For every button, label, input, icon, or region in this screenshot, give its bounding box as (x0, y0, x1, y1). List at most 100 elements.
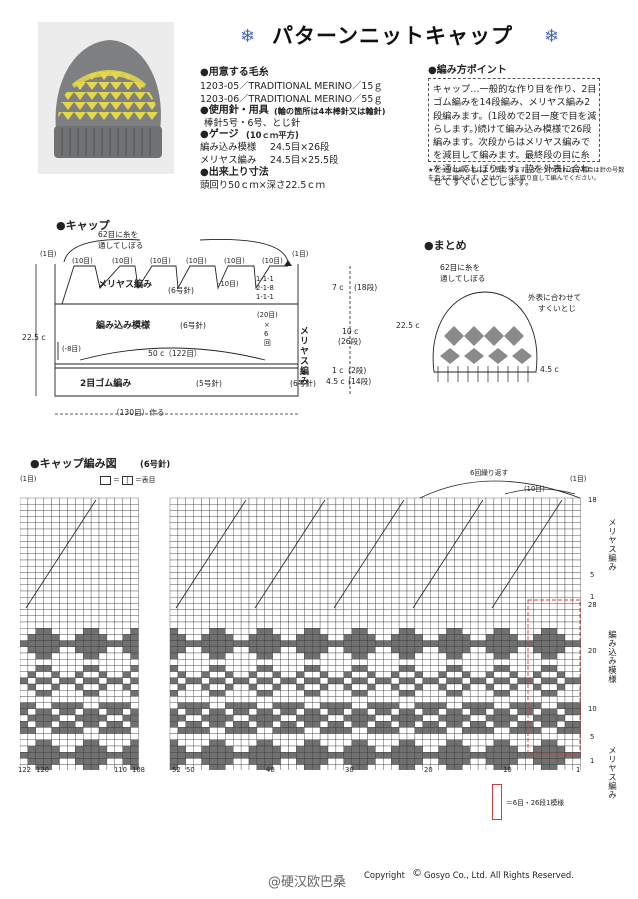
chart-cell (240, 758, 250, 765)
chart-cell (67, 609, 76, 616)
chart-cell (288, 621, 297, 629)
chart-cell (359, 690, 368, 697)
chart-cell (438, 671, 447, 678)
chart-cell (193, 597, 202, 604)
chart-cell (248, 634, 258, 641)
chart-cell (454, 708, 463, 716)
chart-cell (288, 646, 297, 654)
chart-cell (335, 690, 344, 697)
chart-cell (51, 584, 60, 592)
chart-cell (248, 714, 258, 722)
chart-cell (501, 510, 510, 517)
chart-cell (564, 603, 574, 610)
chart-cell (67, 702, 76, 709)
chart-cell (312, 603, 321, 610)
chart-cell (391, 727, 400, 734)
chart-cell (98, 497, 108, 505)
chart-cell (319, 752, 329, 759)
chart-cell (225, 671, 234, 678)
chart-cell (83, 615, 92, 623)
chart-cell (83, 764, 92, 770)
chart-cell (383, 572, 392, 579)
chart-cell (177, 572, 186, 579)
chart-cell (59, 566, 68, 573)
chart-cell (533, 559, 542, 567)
chart-cell (106, 528, 115, 536)
chart-cell (312, 677, 321, 685)
chart-cell (51, 590, 60, 598)
chart-cell (312, 553, 321, 561)
chart-cell (98, 708, 108, 716)
chart-cell (312, 708, 321, 716)
chart-cell (327, 590, 337, 598)
chart-cell (438, 547, 447, 554)
chart-cell (106, 572, 115, 579)
chart-cell (501, 522, 510, 530)
chart-cell (398, 609, 408, 616)
chart-cell (43, 528, 52, 536)
chart-cell (430, 621, 439, 629)
chart-cell (485, 535, 495, 542)
chart-cell (240, 510, 250, 517)
chart-cell (343, 609, 352, 616)
chart-cell (27, 516, 36, 523)
chart-cell (477, 603, 487, 610)
chart-cell (533, 677, 542, 685)
chart-cell (27, 702, 36, 709)
chart-cell (493, 702, 502, 709)
chart-cell (217, 603, 226, 610)
chart-cell (43, 665, 52, 672)
chart-cell (493, 628, 502, 635)
cap-dec-1: 1-1-1 (256, 275, 274, 283)
chart-cell (525, 572, 534, 579)
chart-cell (525, 665, 534, 672)
chart-cell (256, 690, 265, 697)
chart-cell (564, 535, 574, 542)
chart-cell (185, 528, 194, 536)
chart-cell (367, 764, 376, 770)
chart-cell (533, 603, 542, 610)
chart-cell (169, 597, 179, 604)
chart-cell (398, 528, 408, 536)
chart-cell (422, 690, 431, 697)
chart-cell (83, 621, 92, 629)
chart-cell (564, 652, 574, 660)
chart-cell (27, 683, 36, 691)
chart-cell (343, 535, 352, 542)
chart-cell (59, 683, 68, 691)
chart-cell (264, 510, 273, 517)
chart-cell (106, 727, 115, 734)
chart-cell (454, 752, 463, 759)
chart-cell (414, 764, 423, 770)
row-label-28: 28 (588, 601, 597, 609)
chart-cell (343, 559, 352, 567)
chart-cell (280, 739, 289, 747)
gauge-unit: (10ｃｍ平方) (246, 130, 299, 140)
chart-cell (517, 646, 526, 654)
chart-cell (406, 628, 416, 635)
chart-cell (556, 696, 566, 703)
chart-cell (288, 764, 297, 770)
chart-cell (27, 497, 36, 505)
chart-cell (509, 708, 518, 716)
chart-cell (533, 714, 542, 722)
chart-cell (240, 640, 250, 647)
chart-cell (414, 683, 423, 691)
chart-cell (359, 640, 368, 647)
chart-cell (525, 504, 534, 511)
chart-cell (177, 745, 186, 753)
chart-cell (75, 752, 84, 759)
chart-cell (217, 516, 226, 523)
chart-cell (462, 535, 471, 542)
chart-cell (209, 559, 218, 567)
chart-cell (233, 745, 242, 753)
chart-cell (367, 504, 376, 511)
chart-cell (470, 745, 479, 753)
cap-side-label: メリヤス編み (298, 326, 308, 386)
chart-cell (185, 745, 194, 753)
chart-cell (75, 621, 84, 629)
chart-cell (83, 733, 92, 740)
chart-cell (430, 559, 439, 567)
chart-cell (209, 758, 218, 765)
chart-cell (541, 671, 550, 678)
